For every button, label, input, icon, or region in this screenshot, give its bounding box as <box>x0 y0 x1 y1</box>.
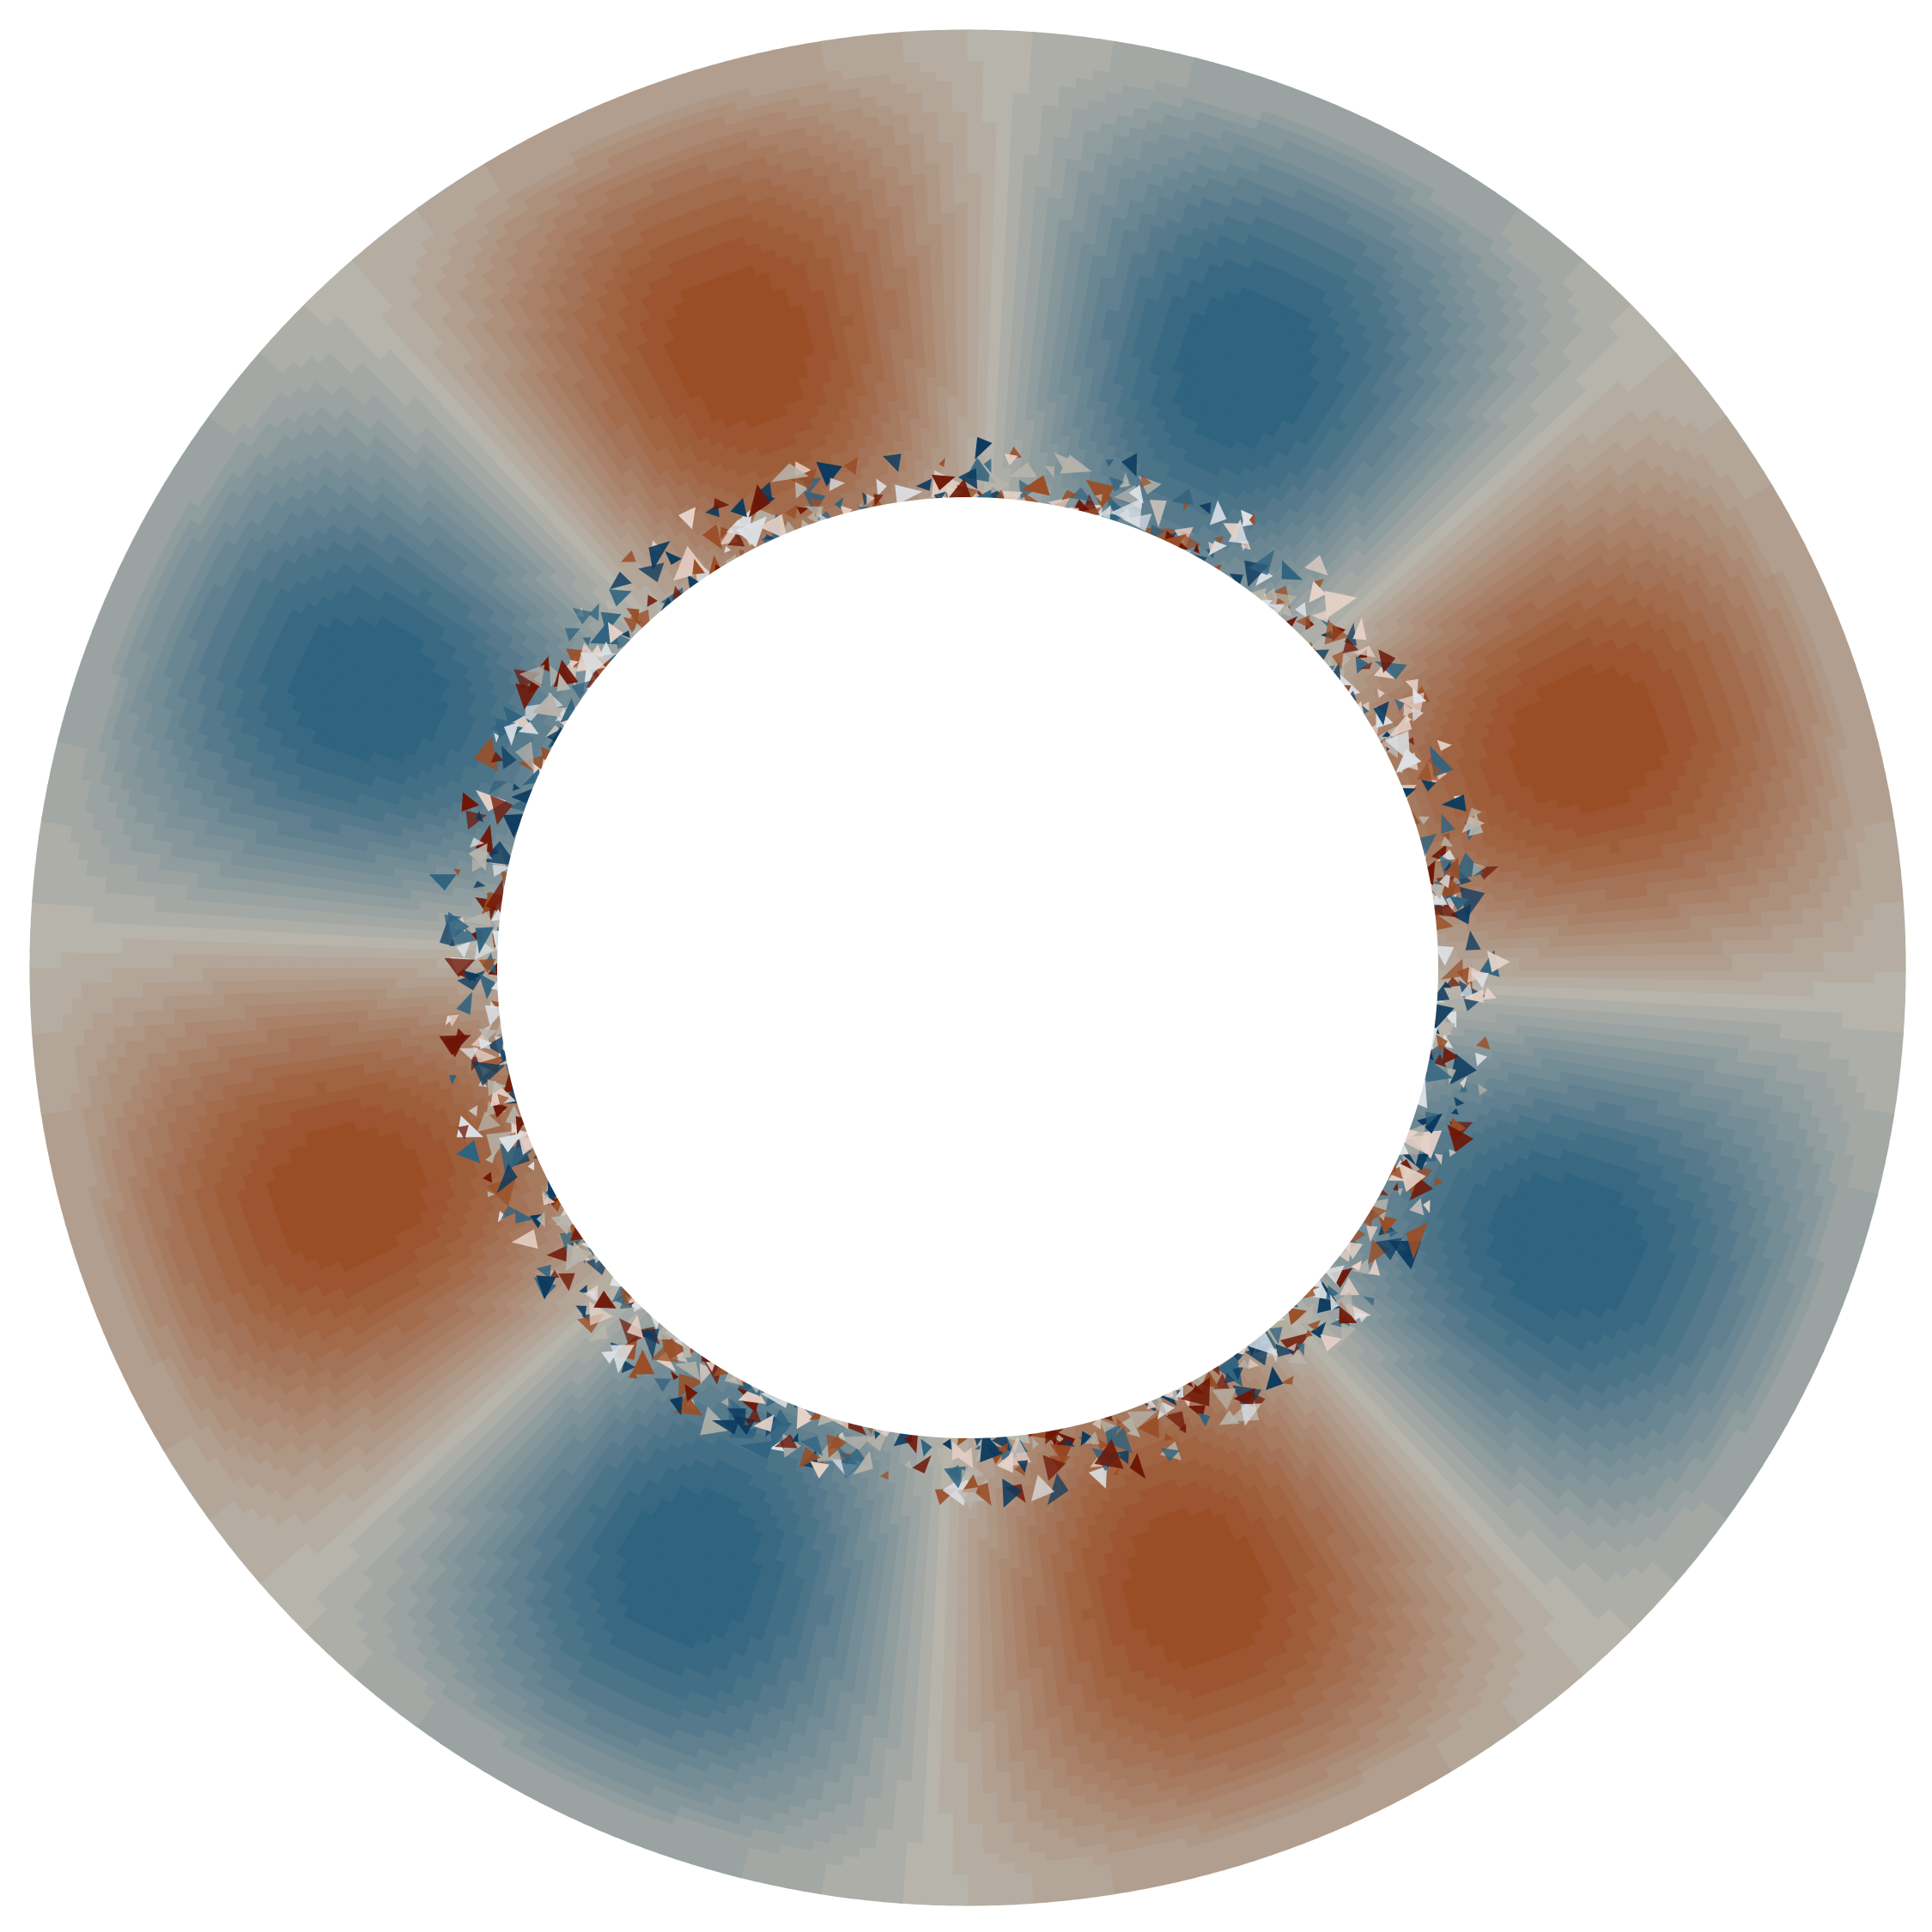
contour-cell <box>1549 957 1561 971</box>
contour-cell <box>1539 957 1551 971</box>
contour-bands <box>29 29 1906 1906</box>
contour-cell <box>1559 957 1571 971</box>
contour-cell <box>1518 957 1531 971</box>
contour-cell <box>1509 957 1521 971</box>
contour-cell <box>1528 957 1540 971</box>
